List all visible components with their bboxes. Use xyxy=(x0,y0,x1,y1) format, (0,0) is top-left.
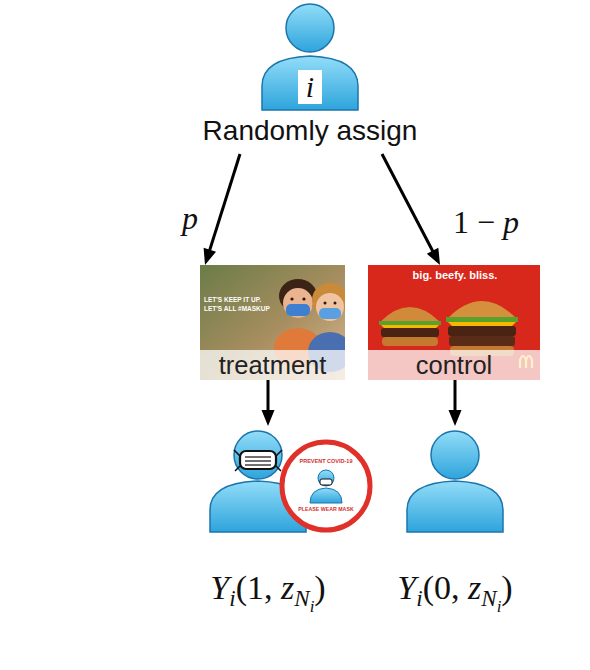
masked-person-icon xyxy=(235,466,240,471)
mask-badge xyxy=(282,442,370,530)
math-glyph: p xyxy=(182,200,198,236)
arrow-head xyxy=(427,248,440,265)
arrow-connector xyxy=(262,380,275,426)
treatment-ad-photo xyxy=(200,265,345,380)
arrow-head xyxy=(449,410,462,426)
masked-person-icon xyxy=(245,464,271,465)
ad-box: control xyxy=(368,265,540,380)
mask-badge xyxy=(318,470,334,486)
arrow-connector xyxy=(449,380,462,426)
control-ad-picture xyxy=(368,265,540,380)
control-ad-picture xyxy=(448,301,516,318)
masked-person-icon xyxy=(240,451,276,469)
treatment-ad-photo xyxy=(286,304,310,316)
math-glyph: p xyxy=(503,204,519,240)
math-glyph: z xyxy=(468,569,481,606)
math-glyph: − xyxy=(477,204,495,240)
ad-text: big. beefy. bliss. xyxy=(413,269,498,282)
person-icon xyxy=(431,431,479,479)
outcome-node: Yi(1, zNi) xyxy=(195,426,375,618)
control-ad-picture xyxy=(449,336,515,346)
ad-text: LET'S KEEP IT UP. xyxy=(204,296,261,303)
control-ad-picture xyxy=(448,326,516,336)
math-glyph: i xyxy=(306,70,314,103)
arrow-head xyxy=(204,248,216,265)
math-glyph: ) xyxy=(501,569,512,606)
treatment-ad-photo xyxy=(334,302,337,305)
unit-index: i xyxy=(298,70,322,104)
math-glyph: ( xyxy=(423,569,434,606)
masked-person-icon xyxy=(234,450,240,456)
control-ad-picture xyxy=(382,337,438,346)
probability-label: 1 − p xyxy=(451,204,521,240)
arrow-head xyxy=(262,410,275,426)
ad-caption-band: control xyxy=(368,350,540,380)
ad-caption-band: treatment xyxy=(200,350,345,380)
control-ad-picture xyxy=(368,265,540,380)
treatment-ad-photo xyxy=(324,302,327,305)
math-glyph: N xyxy=(294,585,309,611)
arrow-connector xyxy=(204,154,240,265)
masked-person-icon xyxy=(245,460,271,461)
masked-person-icon xyxy=(245,456,271,457)
badge-text: PLEASE WEAR MASK xyxy=(298,506,353,512)
math-glyph: , xyxy=(264,569,273,606)
treatment-ad-photo xyxy=(283,288,313,318)
ad-text: LET'S ALL #MASKUP xyxy=(204,305,270,312)
math-glyph: 1 xyxy=(453,204,469,240)
treatment-ad-photo xyxy=(316,293,344,321)
step-label: Randomly assign xyxy=(203,114,418,148)
person-icon xyxy=(262,4,358,110)
control-ad-picture xyxy=(381,328,439,337)
math-glyph: ) xyxy=(314,569,325,606)
math-glyph: i xyxy=(229,585,235,611)
arrow-connector xyxy=(382,154,440,265)
connector-line xyxy=(267,380,270,413)
probability-label: p xyxy=(180,200,200,236)
math-glyph xyxy=(469,204,477,240)
masked-person-icon xyxy=(234,431,282,479)
outcome-formula: Yi(0, zNi) xyxy=(397,568,512,614)
connector-line xyxy=(454,380,457,413)
mask-badge xyxy=(282,442,370,530)
treatment-ad-photo xyxy=(319,308,341,319)
math-glyph: 0 xyxy=(434,569,451,606)
connector-line xyxy=(382,154,434,253)
badge-text: PREVENT COVID-19 xyxy=(300,458,353,464)
person-node: iRandomly assign xyxy=(197,2,424,154)
math-glyph: ( xyxy=(236,569,247,606)
person-icon xyxy=(262,56,358,110)
mask-badge xyxy=(320,479,332,485)
math-glyph: i xyxy=(497,597,502,616)
masked-person-icon xyxy=(276,450,282,456)
math-glyph: 1 xyxy=(247,569,264,606)
control-ad-picture xyxy=(446,317,518,322)
math-glyph xyxy=(459,569,468,606)
math-glyph: N xyxy=(481,585,496,611)
math-glyph: Y xyxy=(210,569,229,606)
person-icon xyxy=(407,481,503,532)
treatment-ad-photo xyxy=(302,297,305,300)
masked-person-icon xyxy=(276,466,281,471)
control-ad-picture xyxy=(380,307,440,322)
ad-box: treatment xyxy=(200,265,345,380)
math-glyph: , xyxy=(451,569,460,606)
person-icon xyxy=(286,4,334,52)
math-glyph xyxy=(272,569,281,606)
math-glyph: Y xyxy=(397,569,416,606)
mask-badge xyxy=(310,488,342,503)
connector-line xyxy=(209,154,240,253)
math-glyph: z xyxy=(281,569,294,606)
control-ad-picture xyxy=(379,321,441,325)
outcome-formula: Yi(1, zNi) xyxy=(210,568,325,614)
treatment-ad-photo xyxy=(200,265,345,380)
outcome-node: Yi(0, zNi) xyxy=(385,426,525,618)
math-glyph xyxy=(495,204,503,240)
treatment-ad-photo xyxy=(290,297,293,300)
math-glyph: i xyxy=(310,597,315,616)
math-glyph: i xyxy=(416,585,422,611)
person-icon xyxy=(407,431,503,532)
